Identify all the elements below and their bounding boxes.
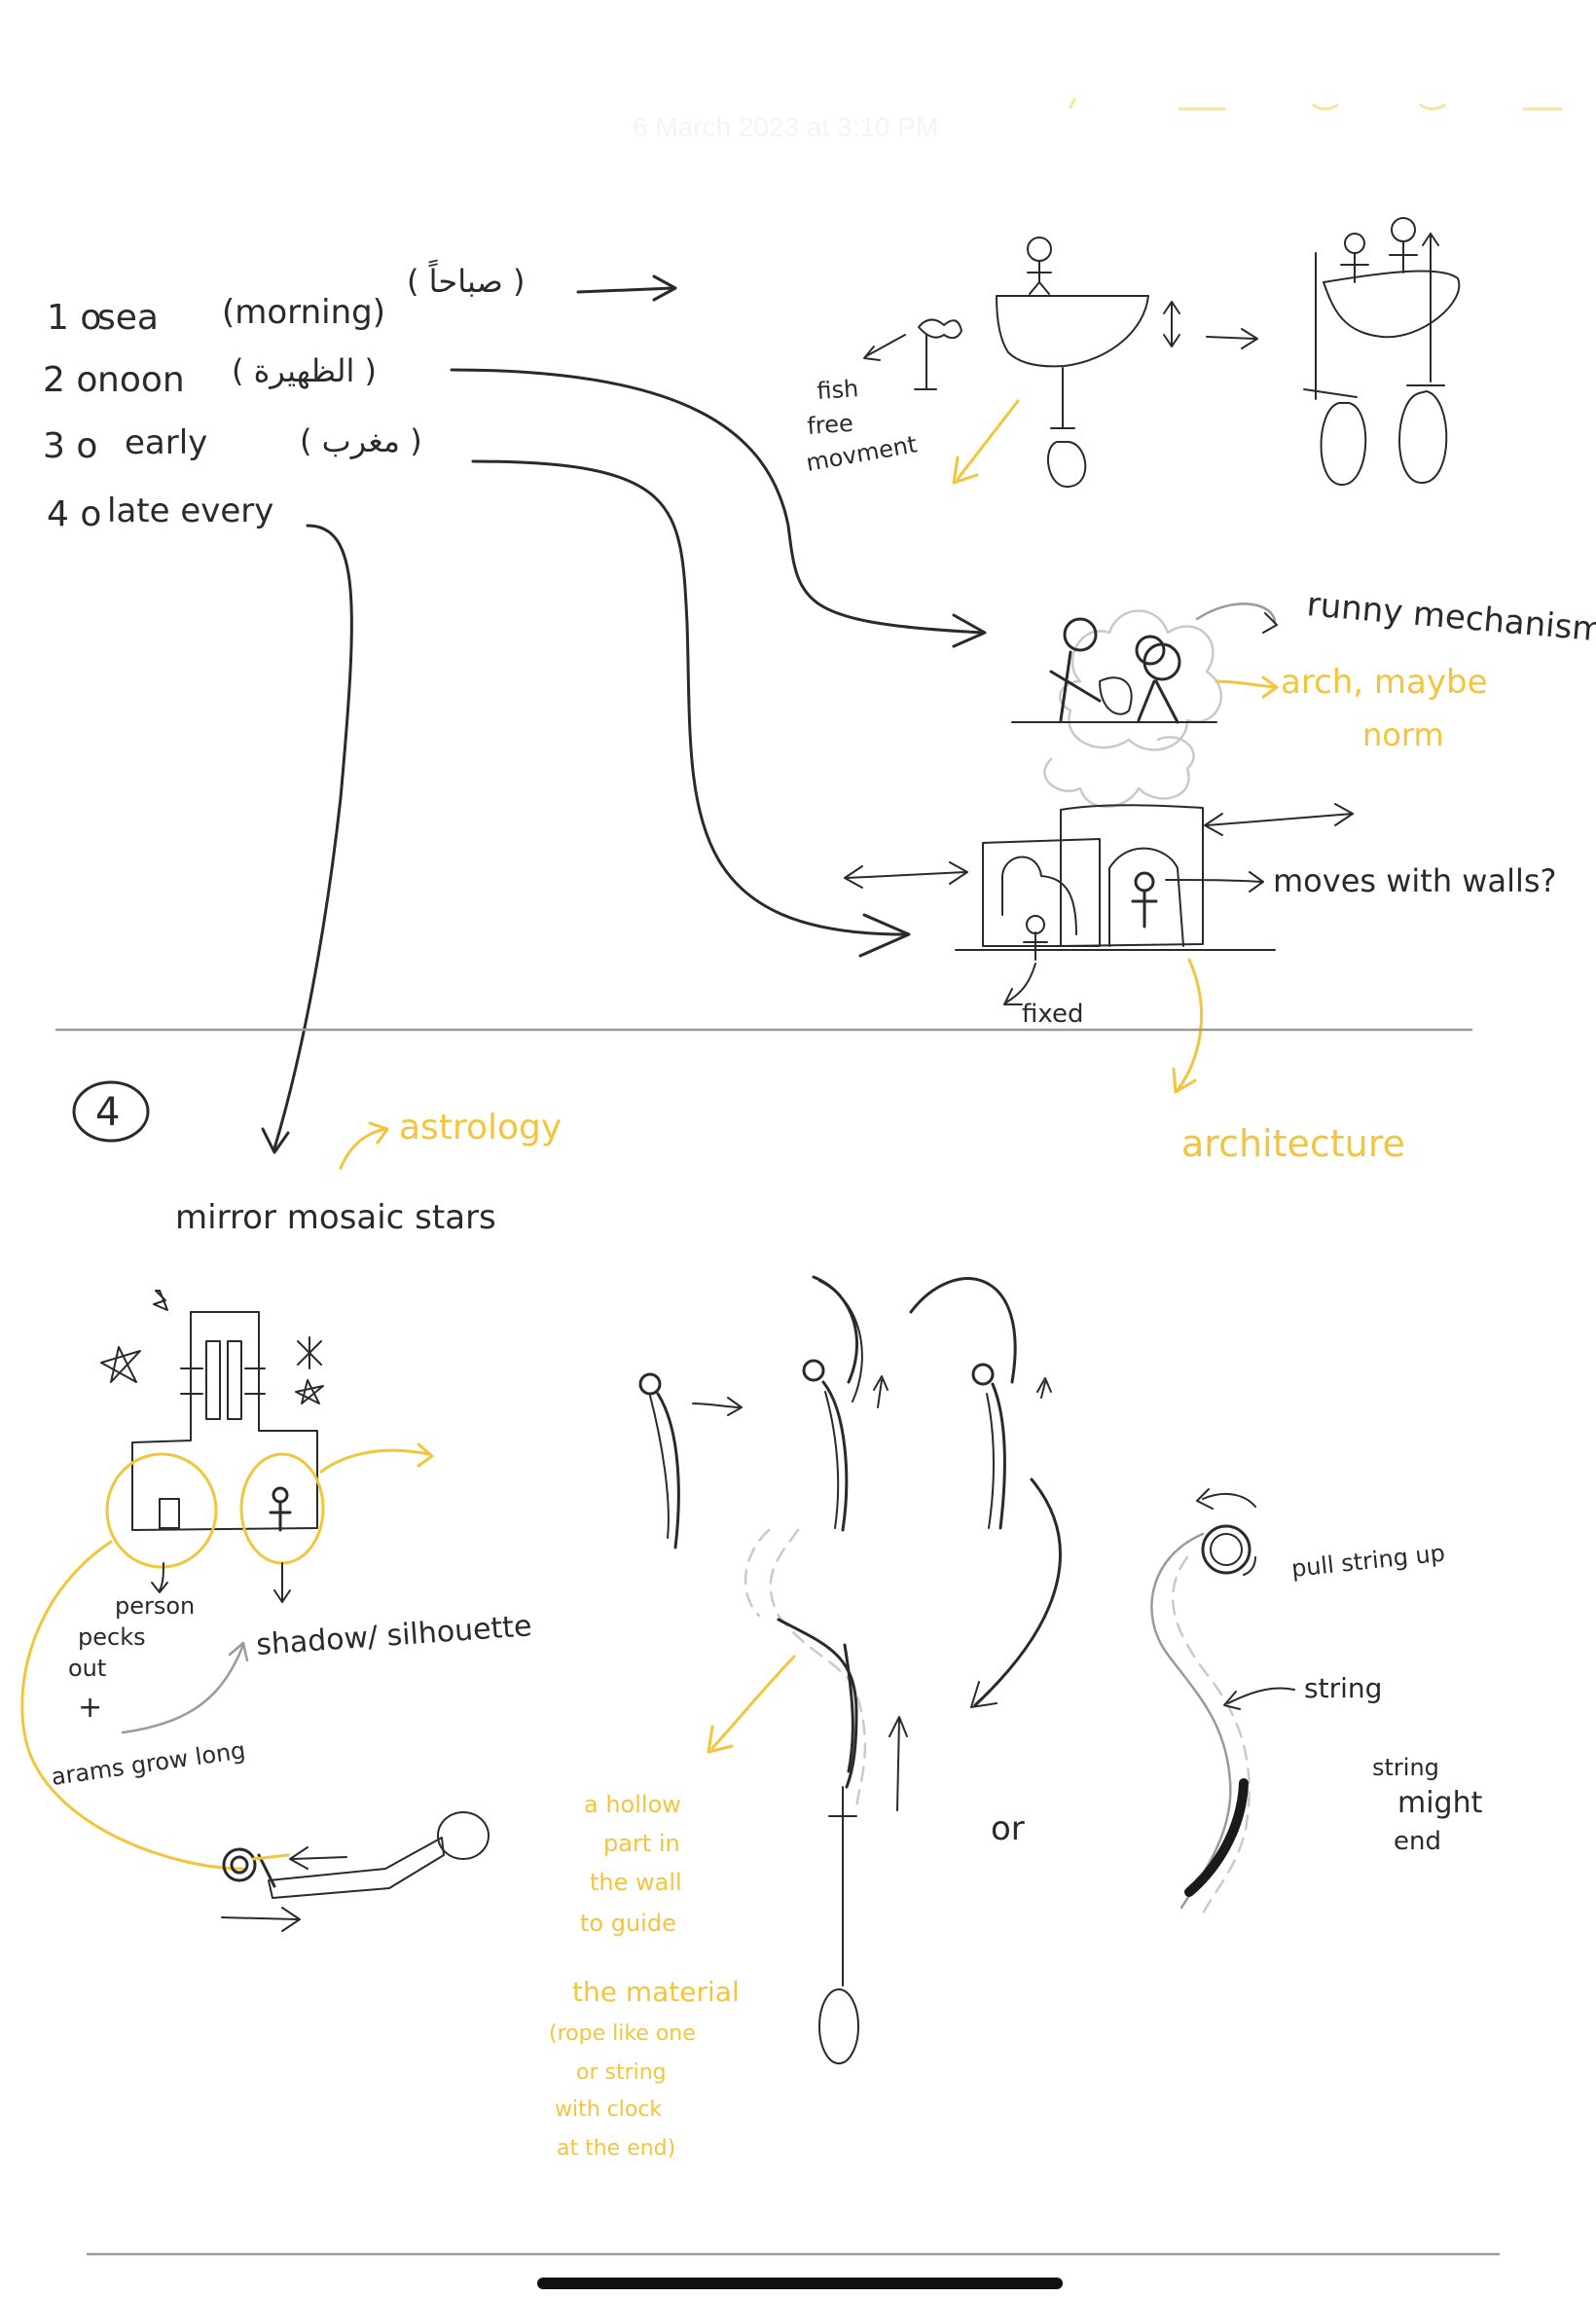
- hollow-note-1: a hollow: [584, 1791, 681, 1818]
- building-stars-sketch: [20, 1290, 434, 1871]
- faint-toolbar-marks: [1069, 97, 1563, 111]
- platform-weights-sketch: [1303, 217, 1461, 487]
- architecture-label: architecture: [1181, 1122, 1405, 1165]
- astrology-label: astrology: [399, 1108, 562, 1148]
- running-mechanism-sketch: [1011, 602, 1279, 808]
- string-note-3: end: [1394, 1827, 1441, 1856]
- material-note-2: (rope like one: [549, 2022, 696, 2046]
- or-label: or: [991, 1809, 1025, 1848]
- shadow-note: shadow/ silhouette: [255, 1609, 532, 1662]
- plus-sign: +: [78, 1691, 102, 1725]
- boat-figure-sketch: [863, 237, 1258, 489]
- arch-note-2: norm: [1362, 716, 1444, 753]
- list-item-1-arabic: ( صباحاً ): [407, 259, 525, 300]
- arms-note: arams grow long: [50, 1736, 247, 1791]
- list-item-1-label: sea: [97, 298, 159, 338]
- building-notes: person pecks out + arams grow long shado…: [50, 1592, 533, 1791]
- pulley-string-sketch: [1150, 1488, 1295, 1915]
- hollow-note-2: part in: [603, 1830, 680, 1857]
- material-note-4: with clock: [555, 2097, 662, 2122]
- walls-label: moves with walls?: [1273, 862, 1557, 899]
- mirror-label: mirror mosaic stars: [175, 1198, 496, 1237]
- string-note-2: might: [1397, 1786, 1483, 1820]
- section-number: 4: [95, 1090, 120, 1135]
- list-item-1-note: (morning): [222, 293, 385, 332]
- list-item-3-number: 3 o: [43, 426, 97, 466]
- home-indicator[interactable]: [537, 2278, 1063, 2289]
- note-timestamp: 6 March 2023 at 3:10 PM: [633, 112, 938, 142]
- list-item-2-arabic: ( الظهيرة ): [232, 352, 377, 389]
- list-item-2-number: 2 o: [43, 360, 97, 400]
- fixed-label: fixed: [1022, 1000, 1083, 1029]
- string-note-1: string: [1372, 1754, 1439, 1781]
- list-item-4-number: 4 o: [47, 494, 101, 534]
- fish-label-1: fish: [816, 375, 859, 405]
- pulley-labels: pull string up string string might end: [1290, 1540, 1483, 1856]
- string-label: string: [1304, 1672, 1382, 1704]
- list-item-1-number: 1 o: [47, 298, 101, 338]
- mechanism-labels: runny mechanism arch, maybe norm: [1281, 585, 1596, 753]
- material-note-5: at the end): [557, 2136, 675, 2161]
- list-item-3-arabic: ( مغرب ): [300, 422, 422, 459]
- schedule-list: 1 o sea (morning) ( صباحاً ) 2 o noon ( …: [43, 259, 525, 534]
- material-note-3: or string: [576, 2060, 667, 2085]
- moving-walls-sketch: [844, 803, 1354, 1094]
- walls-labels: moves with walls? fixed architecture: [1022, 862, 1557, 1165]
- pull-note: pull string up: [1290, 1540, 1446, 1583]
- list-item-3-label: early: [125, 423, 207, 462]
- material-note-1: the material: [572, 1976, 740, 2008]
- person-note-1: person: [115, 1592, 195, 1620]
- arch-note: arch, maybe: [1281, 663, 1488, 702]
- section-4-marker: 4: [72, 1080, 150, 1143]
- list-connector-arrows: [261, 274, 987, 1154]
- fish-labels: fish free movment: [804, 375, 919, 477]
- string-figures-sketch: [638, 1275, 1062, 2064]
- hollow-notes: a hollow part in the wall to guide the m…: [549, 1791, 1025, 2161]
- fish-label-2: free: [806, 410, 853, 440]
- hollow-note-4: to guide: [580, 1910, 676, 1937]
- person-note-3: out: [68, 1655, 106, 1682]
- hollow-note-3: the wall: [590, 1869, 682, 1896]
- list-item-2-label: noon: [97, 360, 185, 400]
- person-note-2: pecks: [78, 1623, 146, 1651]
- astrology-group: astrology mirror mosaic stars: [175, 1108, 562, 1237]
- mechanism-label: runny mechanism: [1305, 585, 1596, 650]
- list-item-4-label: late every: [107, 492, 273, 530]
- extending-arm-sketch: [221, 1811, 490, 1932]
